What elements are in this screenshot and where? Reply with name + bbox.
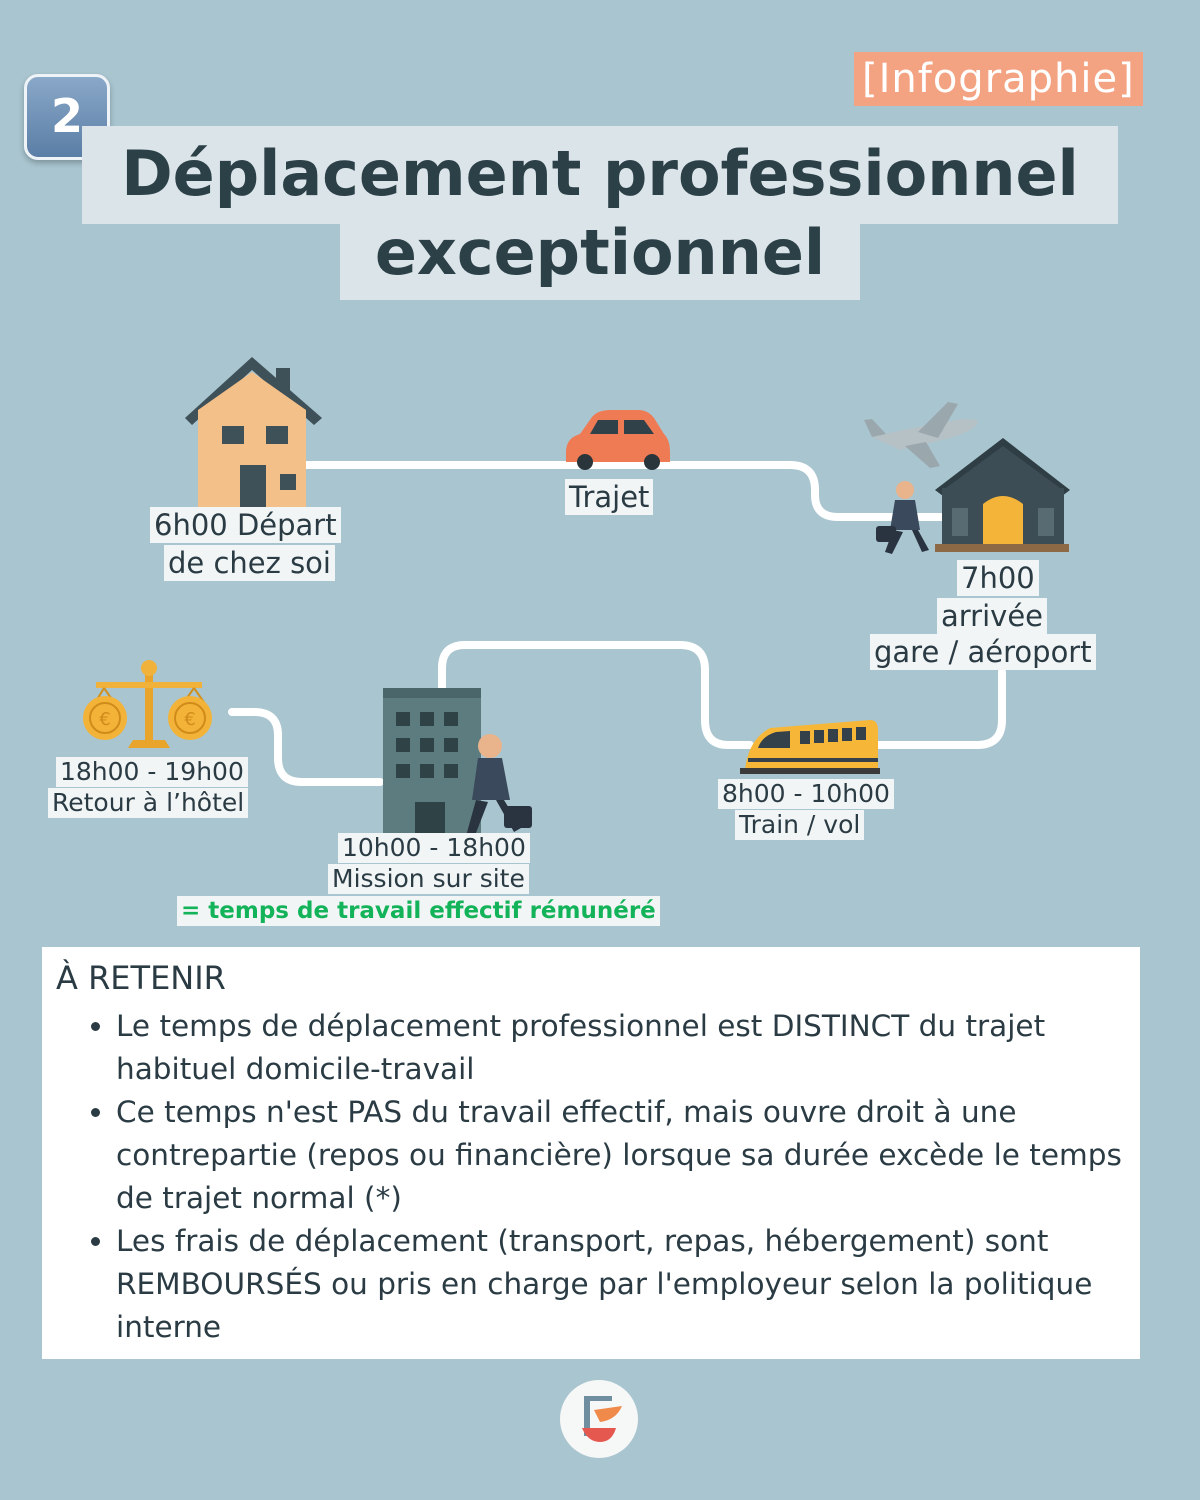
office-building-icon (383, 688, 481, 836)
journey-diagram: € € (83, 357, 1070, 838)
traveler-icon (876, 481, 929, 554)
balance-scale-icon: € € (83, 660, 212, 748)
svg-text:€: € (99, 709, 110, 730)
step-hotel-line1: 18h00 - 19h00 (56, 757, 248, 787)
step-trajet-label: Trajet (565, 479, 654, 515)
step-arrivee-line3: gare / aéroport (870, 634, 1096, 670)
route-segment-office-to-hotel (228, 708, 384, 786)
svg-text:€: € (184, 709, 195, 730)
retenir-item: Ce temps n'est PAS du travail effectif, … (116, 1091, 1156, 1220)
house-icon (185, 357, 322, 508)
brand-logo (560, 1380, 638, 1458)
airplane-icon (864, 402, 978, 468)
car-icon (566, 410, 670, 470)
retenir-list: Le temps de déplacement professionnel es… (74, 1005, 1156, 1349)
route-segment-home-to-station (296, 461, 949, 521)
step-mission-line1: 10h00 - 18h00 (338, 833, 530, 863)
step-train-line1: 8h00 - 10h00 (718, 779, 894, 809)
page-title-line2: exceptionnel (340, 212, 860, 300)
brand-logo-mark (582, 1396, 622, 1442)
route-segment-train-to-office (438, 641, 754, 749)
retenir-title: À RETENIR (56, 959, 226, 997)
retenir-item: Le temps de déplacement professionnel es… (116, 1005, 1156, 1091)
route-path (228, 461, 1006, 786)
page-title-line1: Déplacement professionnel (82, 126, 1118, 224)
step-hotel-line2: Retour à l’hôtel (48, 788, 249, 818)
retenir-panel: À RETENIR Le temps de déplacement profes… (42, 947, 1140, 1359)
step-arrivee-line1: 7h00 (957, 560, 1039, 596)
effective-work-note: = temps de travail effectif rémunéré (177, 896, 660, 926)
businessman-icon (466, 734, 532, 838)
step-train-line2: Train / vol (735, 810, 865, 840)
step-depart-line1: 6h00 Départ (150, 507, 341, 543)
step-depart-line2: de chez soi (164, 545, 335, 581)
station-icon (935, 438, 1070, 552)
step-arrivee-line2: arrivée (937, 598, 1048, 634)
retenir-item: Les frais de déplacement (transport, rep… (116, 1220, 1156, 1349)
train-icon (740, 720, 880, 774)
step-mission-line2: Mission sur site (328, 864, 529, 894)
route-segment-station-to-train (866, 668, 1006, 749)
infographie-tag: [Infographie] (854, 52, 1143, 106)
